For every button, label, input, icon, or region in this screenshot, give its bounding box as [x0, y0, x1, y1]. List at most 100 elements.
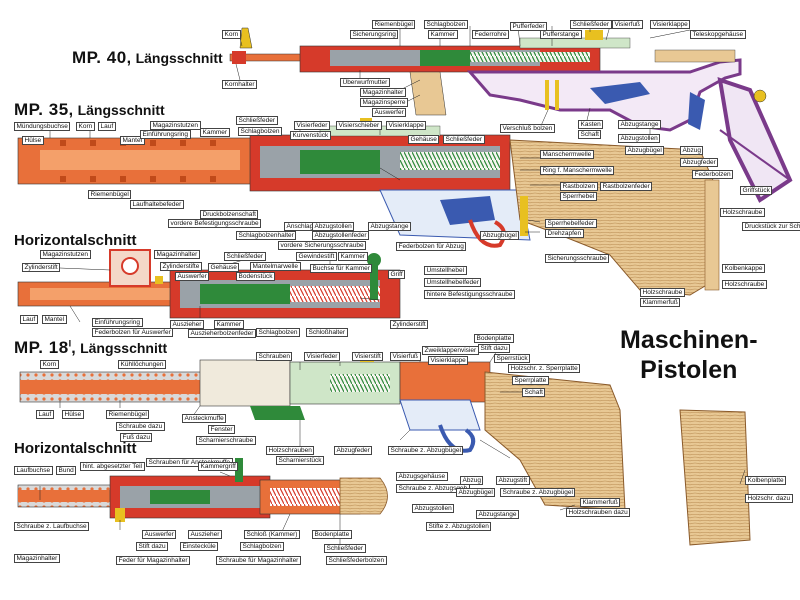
- part-label: Kammergriff: [198, 462, 239, 471]
- part-label: Schraube z. Abzugbügel: [388, 446, 464, 455]
- part-label: Pufferfeder: [510, 22, 548, 31]
- part-label: Abzugstange: [368, 222, 411, 231]
- part-label: Schraube für Magazinhalter: [216, 556, 301, 565]
- part-label: Lauf: [36, 410, 54, 419]
- part-label: Schlagbolzenhalter: [236, 231, 297, 240]
- part-label: Kasten: [578, 120, 604, 129]
- part-label: Ansteckmuffe: [182, 414, 227, 423]
- part-label: Einstecküle: [180, 542, 219, 551]
- mp40-drawing: [229, 27, 793, 203]
- part-label: Gehäuse: [208, 263, 240, 272]
- part-label: Schrauben: [256, 352, 293, 361]
- part-label: Schlagbolzen: [240, 542, 285, 551]
- part-label: Ring f. Manschermwelle: [540, 166, 615, 175]
- part-label: Magazinhalter: [360, 88, 406, 97]
- title-horiz1: Horizontalschnitt: [14, 232, 137, 249]
- part-label: Federbolzen für Abzug: [396, 242, 467, 251]
- part-label: Holzschr. dazu: [745, 494, 793, 503]
- part-label: Schlagbolzen: [256, 328, 301, 337]
- part-label: Mantel: [120, 136, 145, 145]
- title-mp40: MP. 40, Längsschnitt: [72, 48, 223, 67]
- part-label: Visierfuß: [390, 352, 421, 361]
- part-label: Kornhalter: [222, 80, 257, 89]
- part-label: Kammer: [338, 252, 368, 261]
- part-label: Magazinsperre: [360, 98, 408, 107]
- part-label: Sperrhebel: [560, 192, 597, 201]
- part-label: Visierklappe: [428, 356, 469, 365]
- mp18-drawing: [19, 352, 751, 546]
- title-mp18-sup: I: [68, 338, 72, 349]
- horiz2-drawing: [17, 458, 388, 522]
- part-label: Griff: [388, 270, 406, 279]
- title-mp40-name: MP. 40: [72, 48, 127, 67]
- part-label: Scharnierstück: [276, 456, 324, 465]
- part-label: Federbolzen für Auswerfer: [92, 328, 174, 337]
- main-title: Maschinen- Pistolen: [620, 325, 758, 385]
- part-label: Schließfeder: [570, 20, 612, 29]
- part-label: hint. abgesetzter Teil: [80, 462, 145, 471]
- main-title-line2: Pistolen: [640, 356, 738, 384]
- title-mp35-suffix: Längsschnitt: [77, 102, 165, 118]
- part-label: Schließfeder: [224, 252, 266, 261]
- part-label: Buchse für Kammer: [310, 264, 373, 273]
- part-label: Visierfuß: [612, 20, 643, 29]
- part-label: Magazinstutzen: [40, 250, 91, 259]
- part-label: Mantelmarwelle: [250, 262, 301, 271]
- part-label: Rastbolzen: [560, 182, 598, 191]
- part-label: Klammerfuß: [580, 498, 621, 507]
- part-label: Fuß dazu: [120, 433, 153, 442]
- part-label: Umstellhebel: [424, 266, 467, 275]
- part-label: Visierfeder: [304, 352, 340, 361]
- part-label: hintere Befestigungsschraube: [424, 290, 516, 299]
- part-label: Holzschraube: [722, 280, 767, 289]
- part-label: Abzug: [460, 476, 484, 485]
- part-label: vordere Befestigungsschraube: [168, 219, 262, 228]
- part-label: Bodenplatte: [312, 530, 352, 539]
- part-label: Abzugstange: [618, 120, 661, 129]
- title-mp35: MP. 35, Längsschnitt: [14, 100, 165, 119]
- part-label: Schraube z. Abzugbügel: [500, 488, 576, 497]
- part-label: Zylinderstifte: [160, 262, 202, 271]
- part-label: Abzugfeder: [680, 158, 719, 167]
- part-label: Abzug: [680, 146, 704, 155]
- title-horiz2: Horizontalschnitt: [14, 440, 137, 457]
- part-label: Holzschrauben: [266, 446, 315, 455]
- part-label: vordere Sicherungsschraube: [278, 241, 367, 250]
- part-label: Feder für Magazinhalter: [116, 556, 191, 565]
- part-label: Abzugbügel: [480, 231, 520, 240]
- part-label: Abzugstollenfeder: [312, 231, 370, 240]
- part-label: Schraube z. Laufbuchse: [14, 522, 90, 531]
- main-title-line1: Maschinen-: [620, 326, 758, 354]
- part-label: Mündungsbuchse: [14, 122, 71, 131]
- part-label: Rastbolzenfeder: [600, 182, 653, 191]
- part-label: Korn: [76, 122, 95, 131]
- part-label: Federrohre: [472, 30, 510, 39]
- horiz1-drawing: [17, 249, 401, 319]
- part-label: Schloßhalter: [306, 328, 348, 337]
- part-label: Magazinhalter: [154, 250, 200, 259]
- title-mp18-name: MP. 18: [14, 338, 69, 357]
- part-label: Pufferstange: [540, 30, 582, 39]
- part-label: Sperrhebelfeder: [545, 219, 597, 228]
- part-label: Abzugstollen: [412, 504, 455, 513]
- part-label: Schlagbolzen: [424, 20, 469, 29]
- part-label: Sperrstück: [494, 354, 531, 363]
- part-label: Holzschr. z. Sperrplatte: [508, 364, 581, 373]
- part-label: Bodenstück: [236, 272, 275, 281]
- part-label: Manschermwelle: [540, 150, 594, 159]
- part-label: Holzschraube: [640, 288, 685, 297]
- part-label: Auszieherbolzenfeder: [188, 329, 256, 338]
- part-label: Zylinderstift: [22, 263, 61, 272]
- part-label: Teleskopgehäuse: [690, 30, 746, 39]
- part-label: Schließfeder: [324, 544, 366, 553]
- part-label: Anschlag: [284, 222, 316, 231]
- part-label: Visierklappe: [386, 121, 427, 130]
- part-label: Kurvenstück: [290, 131, 331, 140]
- part-label: Überwurfmutter: [340, 78, 390, 87]
- part-label: Abzugfeder: [334, 446, 373, 455]
- part-label: Korn: [222, 30, 241, 39]
- part-label: Hülse: [62, 410, 84, 419]
- part-label: Lauf: [98, 122, 116, 131]
- part-label: Schaft: [578, 130, 602, 139]
